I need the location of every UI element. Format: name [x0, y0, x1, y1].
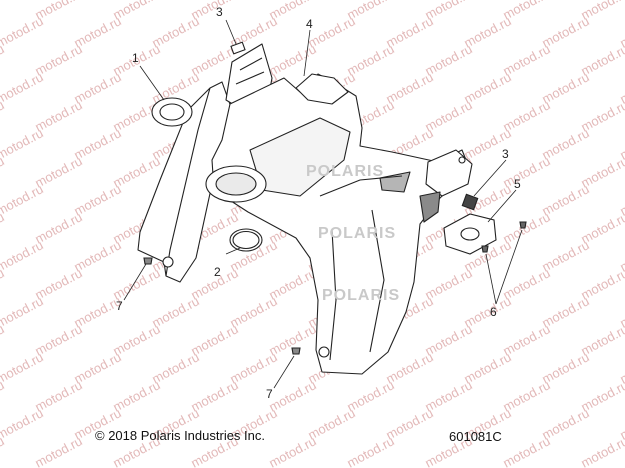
brand-watermark-3: POLARIS	[322, 287, 400, 304]
screw-left	[481, 245, 489, 253]
upper-fin	[295, 73, 349, 105]
watermark-text: motod.ru	[344, 433, 396, 468]
upper-bracket-detail	[235, 57, 265, 85]
callout-5: 5	[514, 177, 521, 191]
clip-upper	[230, 41, 246, 55]
small-parts	[143, 41, 527, 355]
screw-right	[519, 221, 527, 229]
callout-6: 6	[490, 305, 497, 319]
callout-labels: 1 2 3 3 4 5 6 7 7	[116, 5, 521, 401]
callout-4: 4	[306, 17, 313, 31]
watermark-text: motod.ru	[0, 125, 46, 162]
watermark-text: motod.ru	[0, 405, 46, 442]
fastener-front	[291, 347, 301, 355]
watermark-text: motod.ru	[0, 349, 46, 386]
part-number: 601081C	[449, 429, 502, 444]
watermark-text: motod.ru	[500, 433, 552, 468]
shaded-recess	[419, 191, 441, 223]
watermark-text: motod.ru	[32, 433, 84, 468]
callout-7-front: 7	[266, 387, 273, 401]
callout-3-upper: 3	[216, 5, 223, 19]
cup-holder-inner	[215, 172, 257, 196]
bracket-hole	[458, 156, 466, 164]
fastener-left	[143, 257, 153, 265]
front-mount-boss	[318, 346, 330, 358]
watermark-text: motod.ru	[0, 237, 46, 274]
body-crease	[319, 175, 403, 361]
brand-watermark-1: POLARIS	[306, 163, 384, 180]
callout-3-right: 3	[502, 147, 509, 161]
leader-lines	[123, 19, 523, 389]
callout-2: 2	[214, 265, 221, 279]
watermark-text: motod.ru	[578, 433, 625, 468]
clip-right	[461, 193, 479, 211]
o-ring	[229, 228, 263, 252]
watermark-text: motod.ru	[0, 181, 46, 218]
watermark-text: motod.ru	[0, 293, 46, 330]
brand-watermarks: POLARIS POLARIS POLARIS	[306, 163, 400, 304]
mount-plate-hole	[460, 227, 480, 241]
body-panel-assembly	[137, 43, 473, 375]
copyright-text: © 2018 Polaris Industries Inc.	[95, 428, 265, 443]
callout-1: 1	[132, 51, 139, 65]
brand-watermark-2: POLARIS	[318, 225, 396, 242]
left-mount-boss	[162, 256, 174, 268]
callout-7-left: 7	[116, 299, 123, 313]
seal-ring-inner	[159, 103, 185, 121]
watermark-text: motod.ru	[0, 69, 46, 106]
watermark-text: motod.ru	[0, 13, 46, 50]
watermark-text: motod.ru	[0, 0, 7, 23]
o-ring-inner	[232, 230, 260, 250]
watermark-text: motod.ru	[266, 433, 318, 468]
